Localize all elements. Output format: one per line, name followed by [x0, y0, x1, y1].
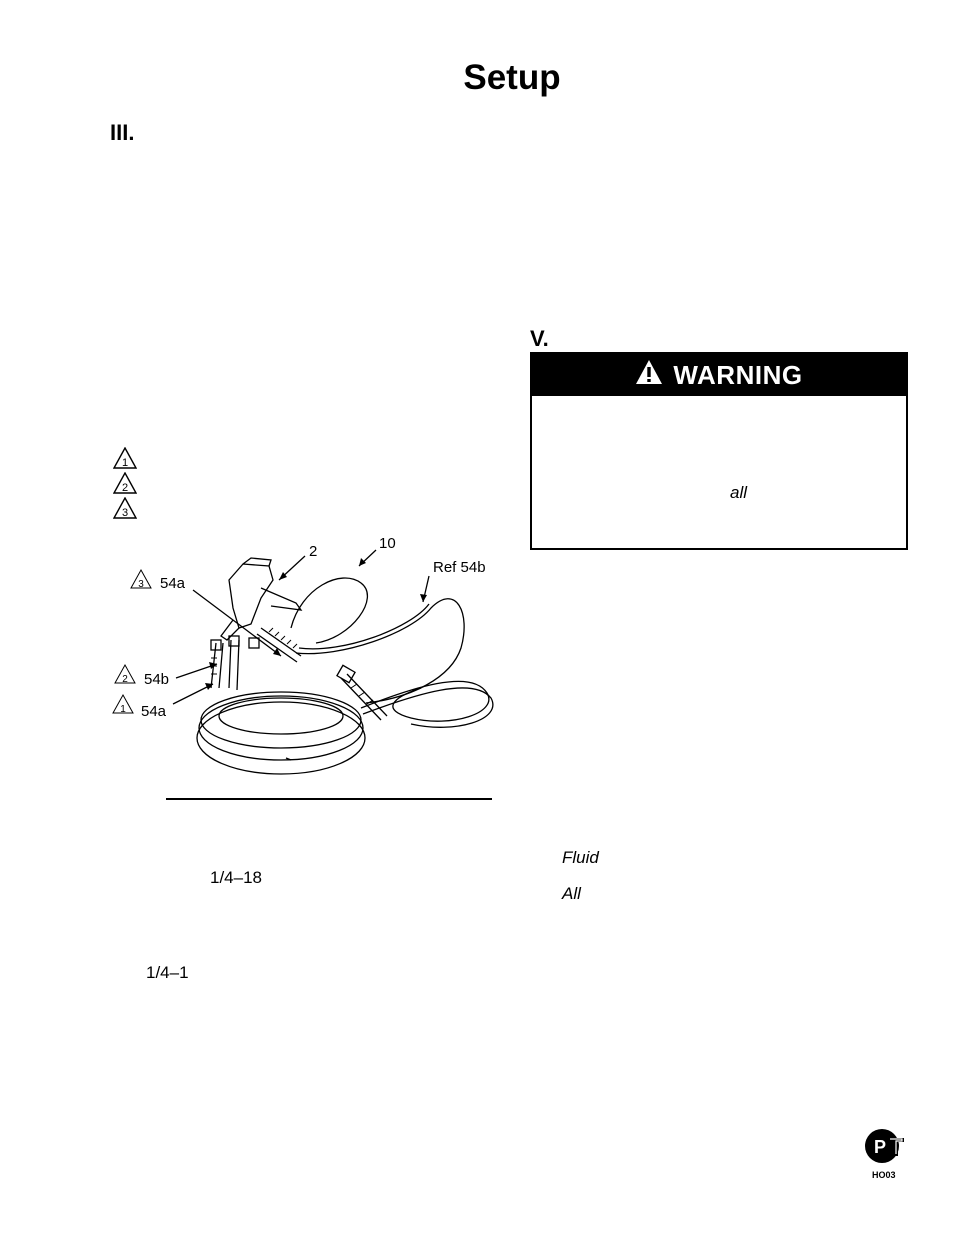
hose-assembly-illustration: 2 10 Ref 54b 3 54a 2 54b 1 54a: [112, 535, 494, 775]
certification-mark: P HO03: [860, 1126, 910, 1184]
page-title: Setup: [463, 58, 561, 97]
callout-54a-top: 54a: [160, 575, 186, 592]
warning-italic-word: all: [730, 483, 748, 502]
warning-label: WARNING: [673, 359, 803, 390]
certification-code: HO03: [872, 1170, 896, 1180]
callout-triangle-3: 3: [138, 579, 144, 590]
italic-fluid: Fluid: [562, 848, 599, 867]
callout-54a-bottom: 54a: [141, 703, 167, 720]
callout-10: 10: [379, 535, 396, 552]
section-iii-heading: III.: [110, 120, 135, 145]
hose-assembly-figure: 2 10 Ref 54b 3 54a 2 54b 1 54a: [111, 528, 495, 784]
section-v-heading: V.: [530, 326, 549, 351]
fitting-size-a: 1/4–18: [210, 868, 262, 887]
note-triangle-2: 2: [113, 472, 137, 494]
warning-triangle-icon: [635, 359, 663, 392]
italic-all: All: [562, 884, 581, 903]
note-triangle-1: 1: [113, 447, 137, 469]
pct-logo-icon: P: [865, 1129, 904, 1163]
warning-header: WARNING: [532, 354, 906, 396]
note-triangle-3: 3: [113, 497, 137, 519]
callout-triangle-2: 2: [122, 674, 128, 685]
note-triangle-3-number: 3: [122, 507, 128, 519]
callout-ref-54b: Ref 54b: [433, 559, 486, 576]
svg-text:P: P: [874, 1137, 886, 1157]
callout-triangle-1: 1: [120, 704, 126, 715]
fitting-size-b: 1/4–1: [146, 963, 189, 982]
warning-box: WARNING all: [530, 352, 908, 550]
note-triangle-2-number: 2: [122, 482, 128, 494]
callout-2: 2: [309, 543, 317, 560]
note-triangle-1-number: 1: [122, 457, 128, 469]
callout-54b: 54b: [144, 671, 169, 688]
figure-rule: [166, 798, 492, 800]
